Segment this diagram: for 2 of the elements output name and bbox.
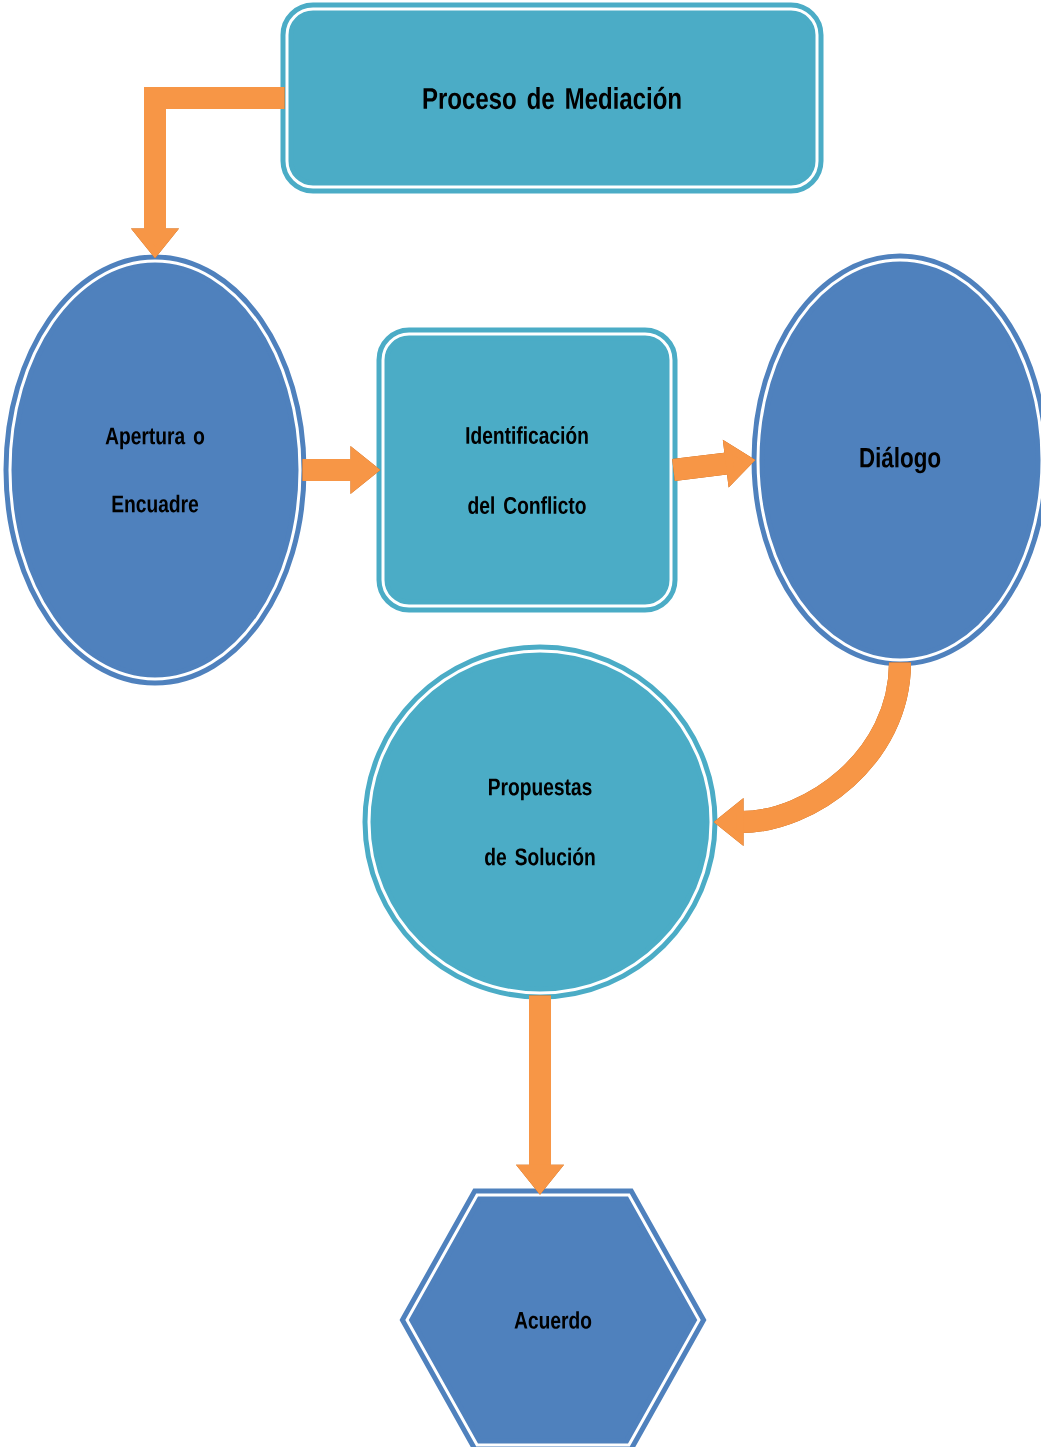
title-box: Proceso de Mediación bbox=[280, 2, 824, 194]
step-box: Identificación del Conflicto bbox=[376, 327, 678, 613]
